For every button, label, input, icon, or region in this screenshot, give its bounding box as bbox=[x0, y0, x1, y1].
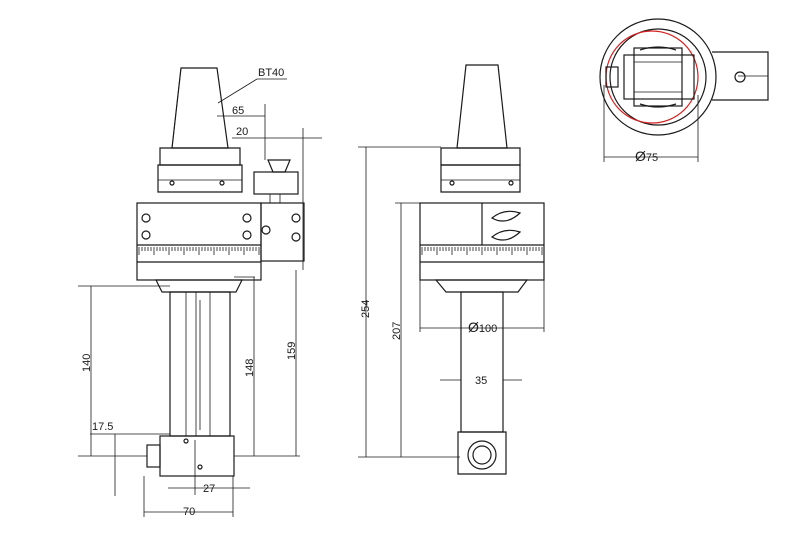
dim-207: 207 bbox=[391, 322, 403, 340]
dim-diameter-75: Ø75 bbox=[635, 148, 658, 164]
dim-65: 65 bbox=[232, 105, 244, 117]
scale-ring bbox=[421, 247, 543, 255]
diameter-symbol: Ø bbox=[635, 148, 646, 164]
dim-254: 254 bbox=[360, 300, 372, 318]
front-view-dimensions: 254 207 Ø100 35 bbox=[358, 146, 545, 458]
side-view bbox=[136, 67, 305, 477]
dim-159: 159 bbox=[286, 342, 298, 360]
dim-17-5: 17.5 bbox=[92, 421, 113, 433]
top-view: Ø75 bbox=[599, 18, 769, 164]
dim-taper-label: BT40 bbox=[258, 67, 284, 79]
scale-ring bbox=[138, 247, 260, 255]
dim-20: 20 bbox=[236, 126, 248, 138]
side-view-dimensions: BT40 65 20 140 17.5 148 159 27 bbox=[78, 67, 322, 518]
dim-140: 140 bbox=[81, 354, 93, 372]
dim-148: 148 bbox=[244, 359, 256, 377]
dim-35: 35 bbox=[475, 375, 487, 387]
front-view bbox=[419, 64, 545, 475]
dim-100-value: 100 bbox=[479, 323, 497, 335]
dim-diameter-100: Ø100 bbox=[468, 319, 497, 335]
dim-75-value: 75 bbox=[646, 152, 658, 164]
diameter-symbol: Ø bbox=[468, 319, 479, 335]
dim-27: 27 bbox=[203, 483, 215, 495]
dim-70: 70 bbox=[183, 506, 195, 518]
